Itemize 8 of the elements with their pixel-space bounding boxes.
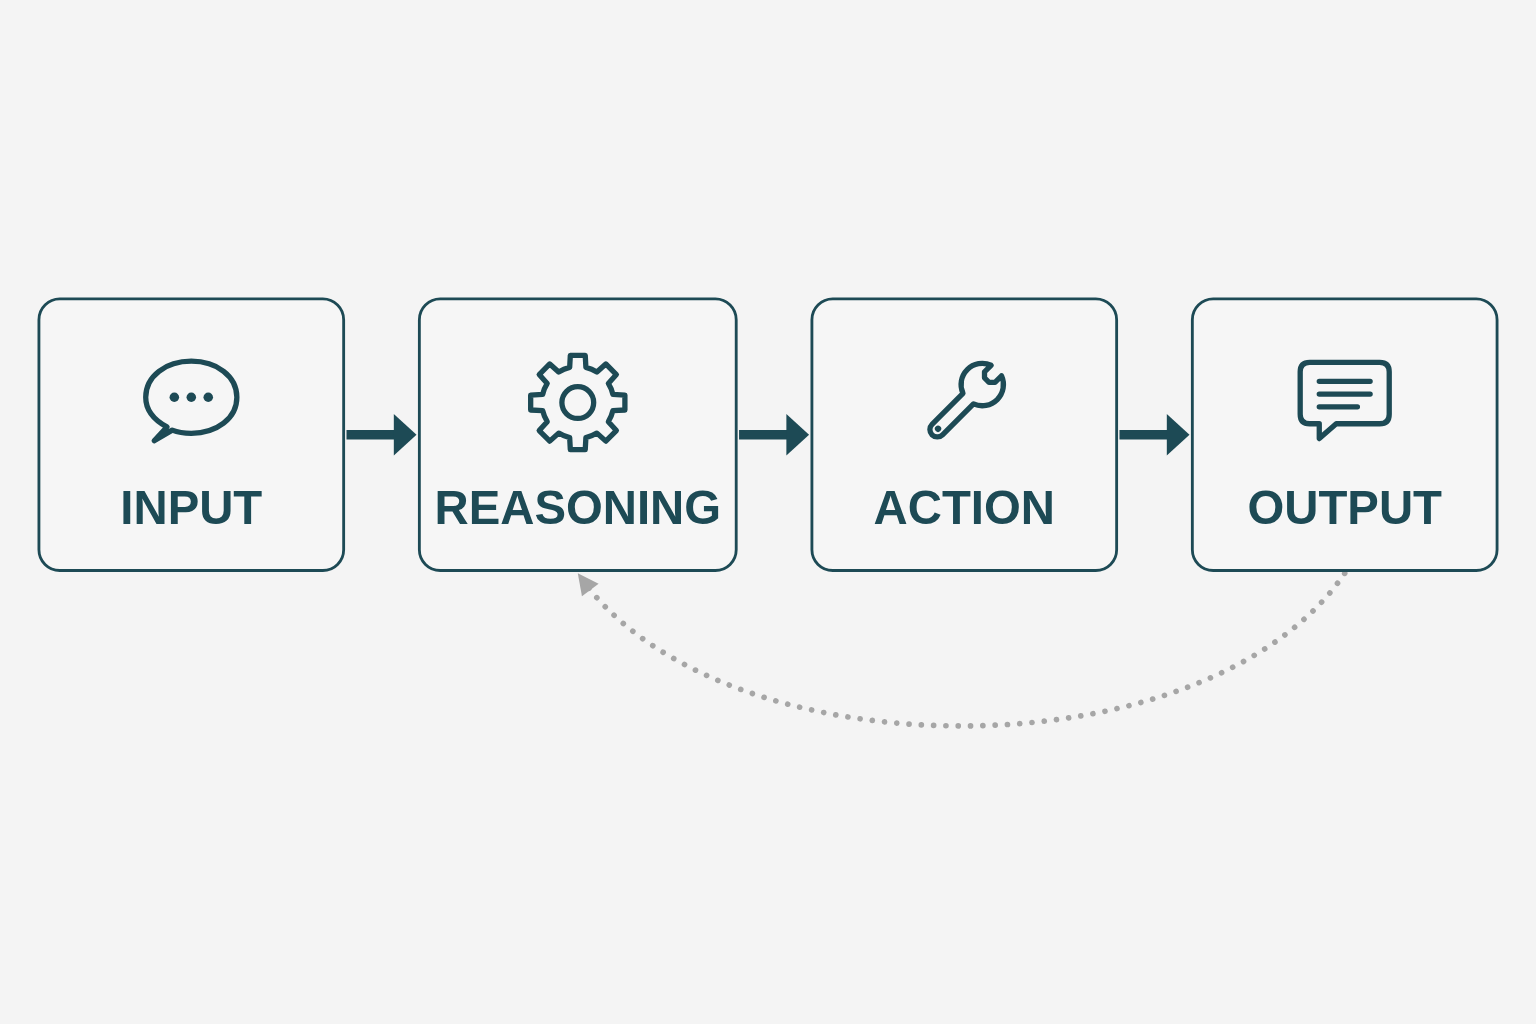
step-label: OUTPUT — [1247, 480, 1442, 536]
arrow — [739, 413, 810, 456]
step-label: INPUT — [120, 480, 263, 536]
dotted-arrow — [577, 570, 1348, 729]
arrow — [1119, 413, 1190, 456]
step-label: REASONING — [434, 480, 722, 536]
step-label: ACTION — [873, 480, 1055, 536]
arrow — [346, 413, 417, 456]
